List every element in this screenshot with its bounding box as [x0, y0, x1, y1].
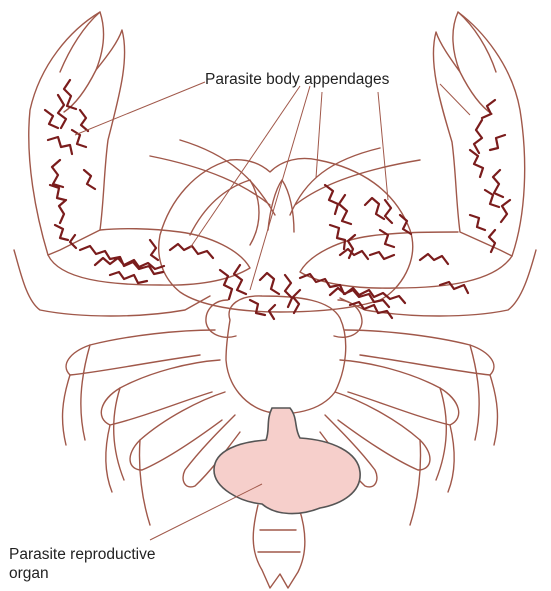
left-leg-1-dactyl [63, 345, 90, 445]
label-organ-line-2: organ [9, 564, 155, 583]
label-parasite-body-appendages: Parasite body appendages [205, 70, 389, 89]
right-leg-3-dactyl [410, 440, 421, 525]
leader-appendages-carapace [378, 92, 388, 200]
abdomen-segments [258, 530, 300, 552]
parasite-network-carapace-right [325, 185, 411, 259]
leader-appendages-left-claw [75, 82, 205, 135]
left-merus [48, 229, 250, 285]
parasite-reproductive-organ [214, 408, 360, 514]
leader-appendages-center-1 [250, 86, 310, 290]
parasite-network-right-claw [470, 100, 510, 252]
leader-organ [150, 484, 262, 540]
leader-appendages-center-2 [316, 92, 322, 178]
label-organ-line-1: Parasite reproductive [9, 545, 155, 564]
abdomen [253, 505, 305, 588]
leader-appendages-right-claw [440, 84, 470, 115]
left-leg-3-dactyl [139, 440, 150, 525]
right-leg-1-dactyl [470, 345, 497, 445]
leader-appendages-left-merus [190, 86, 300, 248]
rostrum [268, 180, 294, 232]
label-parasite-reproductive-organ: Parasite reproductive organ [9, 545, 155, 583]
left-leg-2-dactyl [106, 388, 124, 492]
right-claw-finger [458, 12, 496, 114]
parasite-network-left-claw [45, 80, 95, 248]
sternum [226, 296, 346, 413]
parasite-network-left-merus [80, 240, 213, 283]
right-leg-2-dactyl [436, 388, 454, 492]
